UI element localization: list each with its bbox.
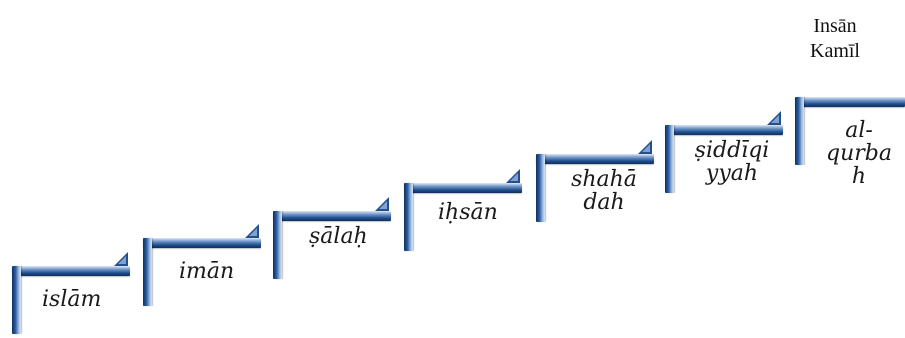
- step-label: shahā dah: [571, 167, 637, 216]
- stair-tread: [795, 97, 905, 107]
- stair-lip-shade: [379, 201, 387, 209]
- stair-lip-shade: [249, 228, 257, 236]
- stair-riser: [273, 211, 282, 279]
- top-label-line-1: Insān: [813, 15, 857, 37]
- stair-riser: [665, 125, 674, 193]
- stair-riser: [12, 266, 21, 334]
- stair-riser: [536, 154, 545, 222]
- step-label: ṣiddīqi yyah: [694, 138, 770, 187]
- stair-tread: [404, 183, 522, 193]
- step-label: ṣālaḥ: [309, 224, 368, 249]
- stair-riser: [404, 183, 413, 251]
- stair-lip-shade: [118, 256, 126, 264]
- stair-step-4: iḥsān: [404, 169, 528, 253]
- step-label: islām: [42, 287, 102, 312]
- stair-step-1: islām: [12, 252, 136, 336]
- step-label: al- qurba h: [826, 118, 892, 190]
- stair-tread: [273, 211, 391, 221]
- top-label-line-2: Kamīl: [810, 40, 860, 62]
- stair-step-2: imān: [143, 224, 267, 308]
- top-label: Insān Kamīl: [780, 14, 890, 64]
- stair-riser: [143, 238, 152, 306]
- stair-lip-shade: [642, 144, 650, 152]
- stair-tread: [536, 154, 654, 164]
- stair-step-5: shahā dah: [536, 140, 660, 224]
- stair-step-3: ṣālaḥ: [273, 197, 397, 281]
- step-label: iḥsān: [438, 200, 498, 225]
- stair-step-6: ṣiddīqi yyah: [665, 111, 789, 195]
- stair-tread: [143, 238, 261, 248]
- stair-tread: [665, 125, 783, 135]
- stair-lip-shade: [510, 173, 518, 181]
- stair-lip-shade: [771, 115, 779, 123]
- step-label: imān: [179, 259, 235, 284]
- stair-tread: [12, 266, 130, 276]
- stair-riser: [795, 97, 804, 165]
- stair-step-7: al- qurba h: [795, 97, 905, 188]
